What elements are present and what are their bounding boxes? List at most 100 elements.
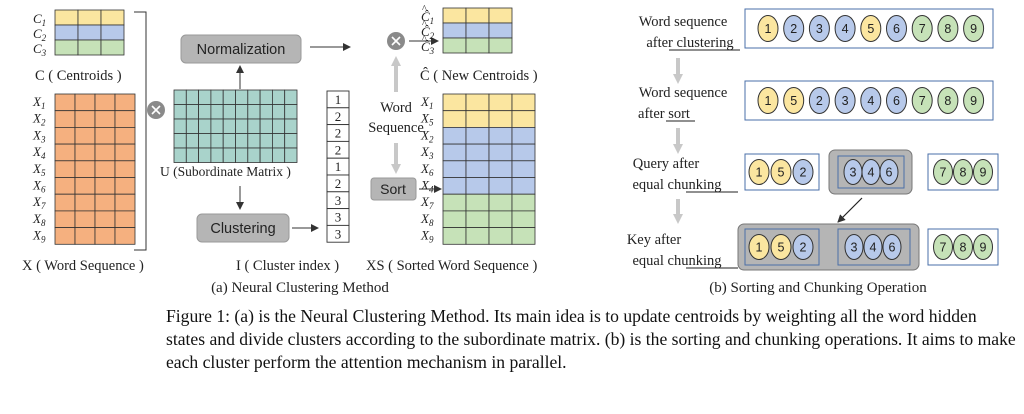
token-label: 3 (850, 166, 857, 180)
token-ellipse (783, 87, 805, 114)
token-label: 2 (790, 22, 797, 36)
normalization-box: Normalization (180, 34, 302, 64)
hat-mark: ^ (422, 19, 427, 30)
panel-b-sorting-chunking: Word sequence after clustering Word sequ… (627, 8, 999, 296)
subordinate-cell (198, 147, 212, 163)
token-label: 3 (842, 94, 849, 108)
word-cell (94, 110, 116, 128)
subordinate-cell (210, 147, 224, 163)
sorted-word-cell (442, 227, 467, 245)
subordinate-cell (271, 104, 286, 120)
matrix-row-label: X4 (32, 144, 46, 161)
word-cell (94, 160, 116, 178)
token-label: 6 (886, 166, 893, 180)
token-ellipse (886, 15, 907, 42)
token-label: 7 (940, 166, 947, 180)
token-label: 4 (870, 241, 877, 255)
cluster-index-value: 3 (335, 210, 342, 225)
word-sequence-label-2: Sequence (368, 120, 424, 136)
subordinate-cell (235, 104, 249, 120)
word-cell (94, 193, 116, 212)
token-label: 8 (960, 166, 967, 180)
word-cell (114, 193, 136, 212)
word-cell (54, 227, 76, 245)
word-cell (114, 127, 136, 145)
sorted-word-cell (488, 93, 513, 112)
sorted-word-sequence-matrix (442, 93, 536, 245)
clustering-label: Clustering (210, 221, 275, 237)
cluster-index-value: 1 (335, 159, 342, 174)
word-cell (74, 193, 96, 212)
token-ellipse (886, 87, 907, 114)
cluster-index-value: 3 (335, 226, 342, 241)
word-cell (74, 160, 96, 178)
new-centroid-cell (488, 37, 513, 54)
panel-b-caption: (b) Sorting and Chunking Operation (709, 280, 927, 296)
new-centroid-cell (442, 37, 467, 54)
hat-mark: ^ (422, 4, 427, 15)
multiply-icon (387, 32, 405, 50)
token-label: 6 (893, 94, 900, 108)
subordinate-cell (173, 147, 187, 163)
token-ellipse (933, 234, 953, 260)
matrix-row-label: X5 (32, 161, 46, 178)
word-cell (74, 210, 96, 228)
matrix-row-label: X7 (420, 194, 434, 211)
matrix-row-label: X2 (420, 127, 434, 144)
row4-label-2: equal chunking (633, 253, 722, 269)
token-ellipse (933, 159, 953, 185)
token-label: 5 (778, 166, 785, 180)
token-label: 5 (790, 94, 797, 108)
word-cell (74, 177, 96, 195)
token-label: 4 (842, 22, 849, 36)
row3-label-1: Query after (633, 156, 700, 172)
cluster-index-value: 2 (335, 126, 342, 141)
subordinate-cell (247, 133, 261, 149)
token-label: 7 (919, 22, 926, 36)
new-centroid-cell (488, 7, 513, 24)
matrix-row-label: X6 (32, 178, 46, 195)
subordinate-cell (210, 133, 224, 149)
subordinate-cell (173, 89, 187, 105)
new-centroid-cell (465, 37, 490, 54)
token-label: 2 (800, 241, 807, 255)
subordinate-cell (284, 133, 298, 149)
token-label: 7 (919, 94, 926, 108)
token-ellipse (770, 234, 792, 260)
word-cell (94, 227, 116, 245)
word-cell (94, 177, 116, 195)
token-ellipse (963, 87, 985, 114)
subordinate-cell (259, 89, 273, 105)
subordinate-cell (222, 147, 236, 163)
sorted-word-cell (488, 160, 513, 178)
subordinate-cell (247, 89, 261, 105)
subordinate-cell (173, 104, 187, 120)
word-cell (114, 110, 136, 128)
sorted-word-cell (442, 210, 467, 228)
token-label: 8 (960, 241, 967, 255)
matrix-row-label: X8 (32, 211, 46, 228)
subordinate-cell (210, 118, 224, 134)
subordinate-caption: U (Subordinate Matrix ) (160, 164, 291, 179)
sorted-word-cell (442, 177, 467, 195)
clustering-box: Clustering (196, 213, 290, 243)
subordinate-cell (210, 89, 224, 105)
sorted-word-cell (511, 177, 536, 195)
token-label: 7 (940, 241, 947, 255)
token-ellipse (863, 234, 883, 260)
subordinate-cell (173, 133, 187, 149)
token-ellipse (953, 159, 973, 185)
word-cell (114, 160, 136, 178)
word-cell (54, 160, 76, 178)
centroid-cell (54, 24, 79, 41)
subordinate-cell (222, 133, 236, 149)
sorted-word-cell (488, 143, 513, 162)
token-ellipse (882, 234, 902, 260)
sorted-caption: XS ( Sorted Word Sequence ) (366, 258, 537, 274)
token-ellipse (937, 87, 959, 114)
subordinate-cell (247, 104, 261, 120)
matrix-row-label: X9 (32, 228, 46, 245)
